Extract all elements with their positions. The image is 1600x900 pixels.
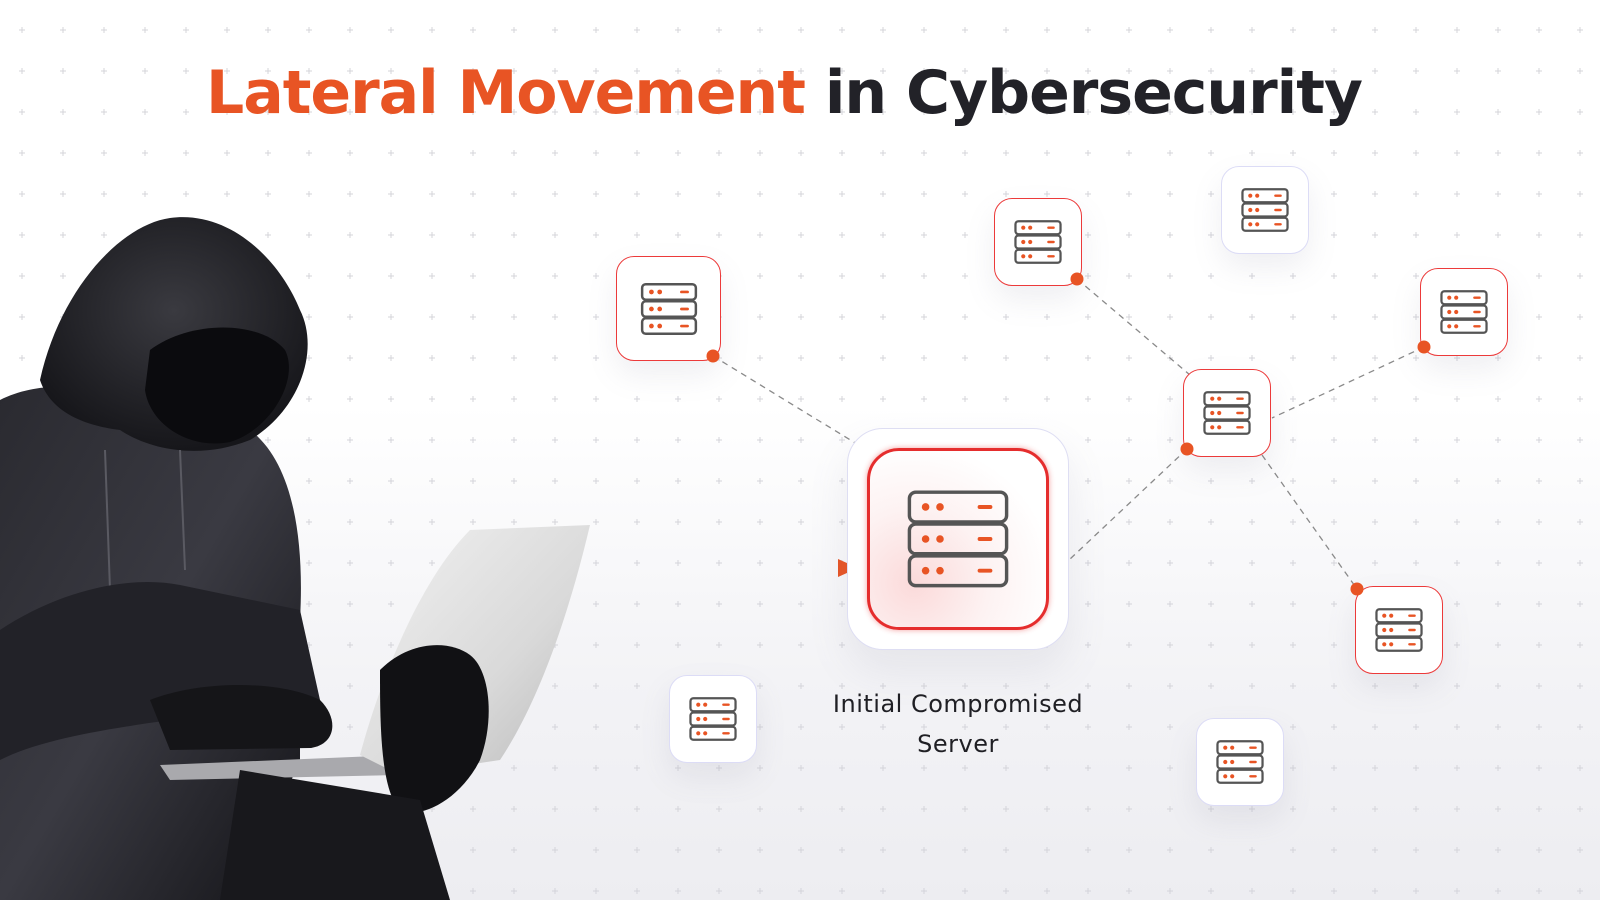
connection-dot [1350,582,1364,596]
label-line-2: Server [917,730,999,758]
title-accent: Lateral Movement [205,58,806,128]
server-node-3[interactable] [1221,166,1309,254]
label-line-1: Initial Compromised [832,690,1084,718]
server-rack-icon [1375,608,1423,652]
connection-dot [1417,340,1431,354]
server-rack-icon [640,282,697,335]
server-rack-icon [1440,290,1488,334]
initial-compromised-server-card[interactable] [847,428,1069,650]
server-node-5-hub[interactable] [1183,369,1271,457]
link-hub-main [1068,448,1188,561]
server-rack-icon [1216,740,1264,784]
link-server1-main [712,355,871,453]
server-node-4[interactable] [1420,268,1508,356]
server-node-6[interactable] [1355,586,1443,674]
connection-dot [706,349,720,363]
server-node-2[interactable] [994,198,1082,286]
connection-dot [1070,272,1084,286]
link-hub-server4 [1271,346,1425,419]
title-rest: in Cybersecurity [824,58,1363,128]
link-hub-server6 [1261,454,1358,590]
server-rack-icon [1241,188,1289,232]
hooded-hacker-illustration [0,217,590,900]
server-rack-icon [1014,220,1062,264]
server-node-1[interactable] [616,256,721,361]
link-server2-hub [1076,278,1191,376]
server-rack-icon [689,697,737,741]
page-title: Lateral Movement in Cybersecurity [0,58,1568,128]
server-rack-icon [907,490,1009,588]
server-rack-icon [1203,391,1251,435]
attack-arrow [592,559,858,577]
initial-compromised-server-highlight [867,448,1049,630]
initial-compromised-server-label: Initial Compromised Server [800,684,1116,764]
server-node-8[interactable] [1196,718,1284,806]
server-node-7[interactable] [669,675,757,763]
connection-dot [1180,442,1194,456]
